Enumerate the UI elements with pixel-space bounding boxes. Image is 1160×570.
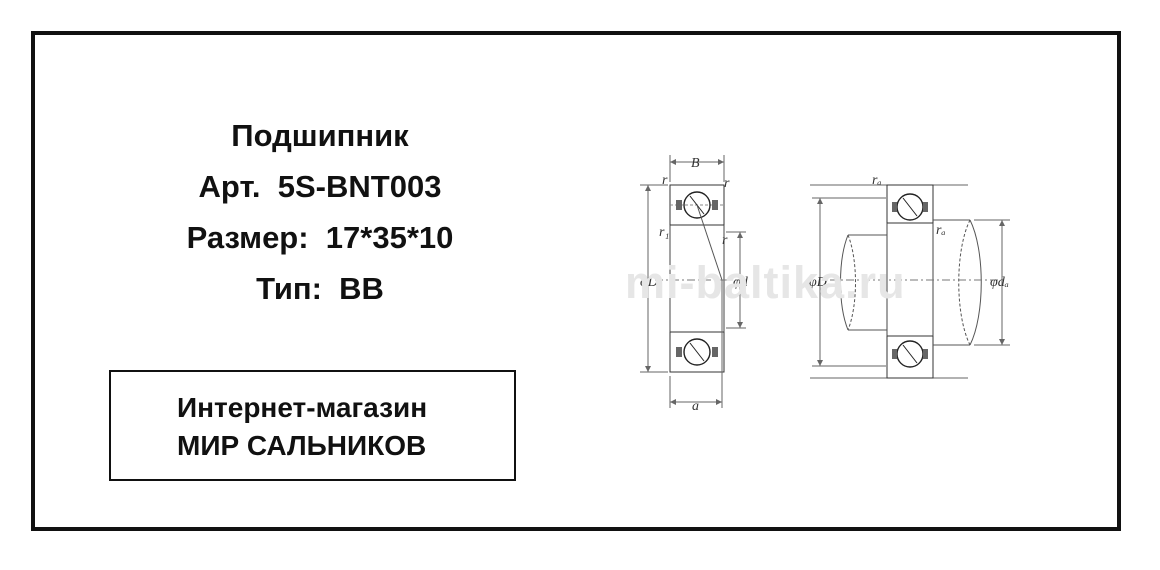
label-phi-da: φdₐ (990, 275, 1009, 290)
watermark: mi-baltika.ru (625, 257, 906, 308)
label-a: a (692, 399, 699, 414)
product-type: Тип: BB (256, 271, 384, 306)
label-r-right: r (722, 233, 728, 248)
shop-box: Интернет-магазин МИР САЛЬНИКОВ (109, 370, 516, 481)
label-phi-D: φD (640, 275, 658, 290)
label-r-top-left: r (662, 173, 668, 188)
product-name: Подшипник (231, 118, 409, 153)
label-B: B (691, 156, 700, 171)
label-ra-right: rₐ (936, 223, 946, 238)
label-phi-Da: φDₐ (809, 275, 831, 290)
product-info: Подшипник Арт. 5S-BNT003 Размер: 17*35*1… (120, 110, 520, 314)
bearing-technical-drawing: B r r r₁ r φD φd a (640, 155, 1010, 414)
shop-line-1: Интернет-магазин (177, 392, 428, 423)
product-article: Арт. 5S-BNT003 (198, 169, 442, 204)
shop-line-2: МИР САЛЬНИКОВ (177, 430, 427, 461)
label-r1: r₁ (659, 225, 669, 240)
ball-top (683, 191, 711, 219)
bearing-section-view: B r r r₁ r φD φd a (640, 155, 749, 414)
product-size: Размер: 17*35*10 (186, 220, 454, 255)
ball-bottom (683, 338, 711, 366)
label-r-top-right: r (724, 176, 730, 191)
label-ra-top: rₐ (872, 173, 882, 188)
label-phi-d: φd (733, 275, 749, 290)
outer-frame (31, 31, 1121, 531)
bearing-mounting-view: rₐ rₐ φDₐ φdₐ (809, 173, 1010, 379)
